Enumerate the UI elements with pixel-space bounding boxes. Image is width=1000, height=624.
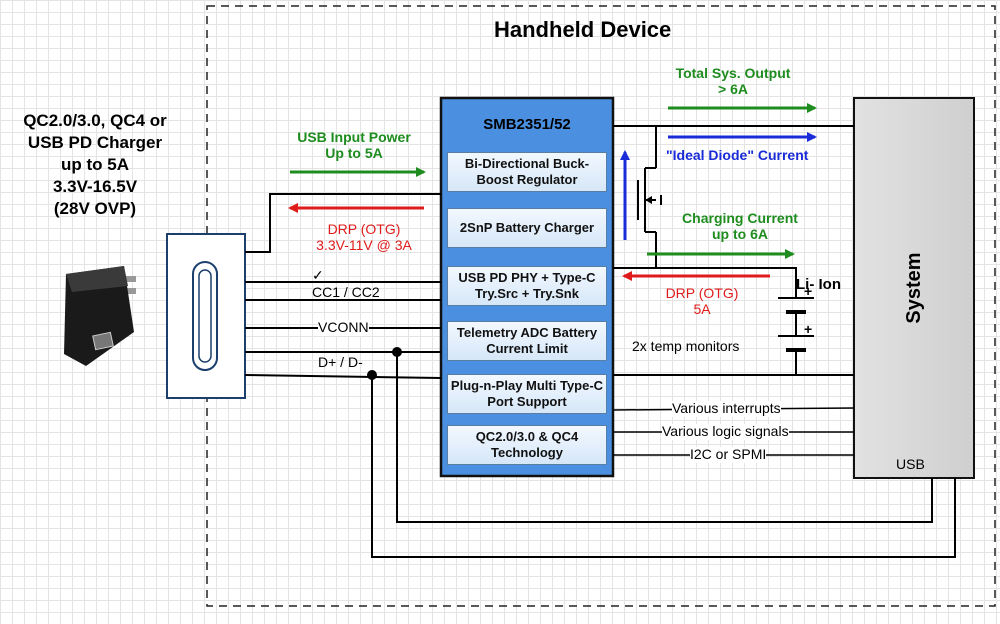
usb-input-line: Up to 5A (325, 144, 383, 161)
system-box (853, 97, 975, 479)
chip-name: SMB2351/52 (483, 116, 571, 133)
temp-monitor-label: 2x temp monitors (632, 338, 740, 354)
block-buck-boost: Bi-Directional Buck-Boost Regulator (447, 152, 607, 192)
charger-line: (28V OVP) (53, 199, 137, 219)
charger-description: QC2.0/3.0, QC4 or USB PD Charger up to 5… (0, 110, 190, 220)
charging-label: Charging Current up to 6A (670, 210, 810, 242)
drp-otg-right-label: DRP (OTG) 5A (652, 285, 752, 317)
total-output-label: Total Sys. Output > 6A (660, 65, 806, 97)
logic-signals-label: Various logic signals (662, 423, 789, 440)
cc-label: CC1 / CC2 (312, 284, 380, 300)
battery-icon (778, 290, 814, 362)
block-plug-n-play: Plug-n-Play Multi Type-C Port Support (447, 374, 607, 414)
total-output-line: Total Sys. Output (675, 65, 791, 81)
block-usb-pd-phy: USB PD PHY + Type-C Try.Src + Try.Snk (447, 266, 607, 306)
interrupts-label: Various interrupts (672, 400, 781, 417)
drp-otg-left-label: DRP (OTG) 3.3V-11V @ 3A (294, 221, 434, 253)
connector-wires (244, 193, 956, 558)
charging-line: up to 6A (712, 225, 768, 242)
block-qc-technology: QC2.0/3.0 & QC4 Technology (447, 425, 607, 465)
battery-plus-icon: + (804, 283, 812, 299)
block-battery-charger: 2SnP Battery Charger (447, 208, 607, 248)
vconn-label: VCONN (318, 319, 369, 336)
i2c-label: I2C or SPMI (690, 446, 767, 463)
system-label: System (902, 252, 925, 324)
system-usb-label: USB (896, 456, 925, 472)
drp-otg-right-line: DRP (OTG) (665, 285, 739, 301)
charger-image (64, 266, 136, 366)
drp-otg-right-line: 5A (693, 300, 711, 317)
mosfet-arrow-icon (645, 196, 652, 204)
page-title: Handheld Device (494, 17, 672, 42)
typec-port-inner-icon (198, 269, 212, 363)
dpdm-label: D+ / D- (318, 354, 363, 370)
drp-otg-left-line: 3.3V-11V @ 3A (316, 236, 412, 253)
checkmark-icon: ✓ (312, 267, 324, 283)
battery-plus-icon: + (804, 321, 812, 337)
li-ion-label: Li- Ion (796, 276, 841, 293)
typec-port-icon (192, 261, 218, 371)
charger-line: QC2.0/3.0, QC4 or (23, 111, 167, 130)
ideal-diode-label: "Ideal Diode" Current (666, 147, 809, 163)
charging-line: Charging Current (682, 210, 798, 226)
power-wires (613, 125, 854, 376)
total-output-line: > 6A (718, 80, 748, 97)
usb-input-line: USB Input Power (297, 129, 411, 145)
block-telemetry-adc: Telemetry ADC Battery Current Limit (447, 321, 607, 361)
charger-line: up to 5A (61, 155, 129, 175)
device-boundary (206, 5, 996, 607)
charger-line: 3.3V-16.5V (52, 177, 138, 197)
usb-input-label: USB Input Power Up to 5A (284, 129, 424, 161)
drp-otg-left-line: DRP (OTG) (327, 221, 401, 237)
junction-dot (367, 370, 377, 380)
junction-dot (392, 347, 402, 357)
charger-line: USB PD Charger (27, 133, 163, 153)
